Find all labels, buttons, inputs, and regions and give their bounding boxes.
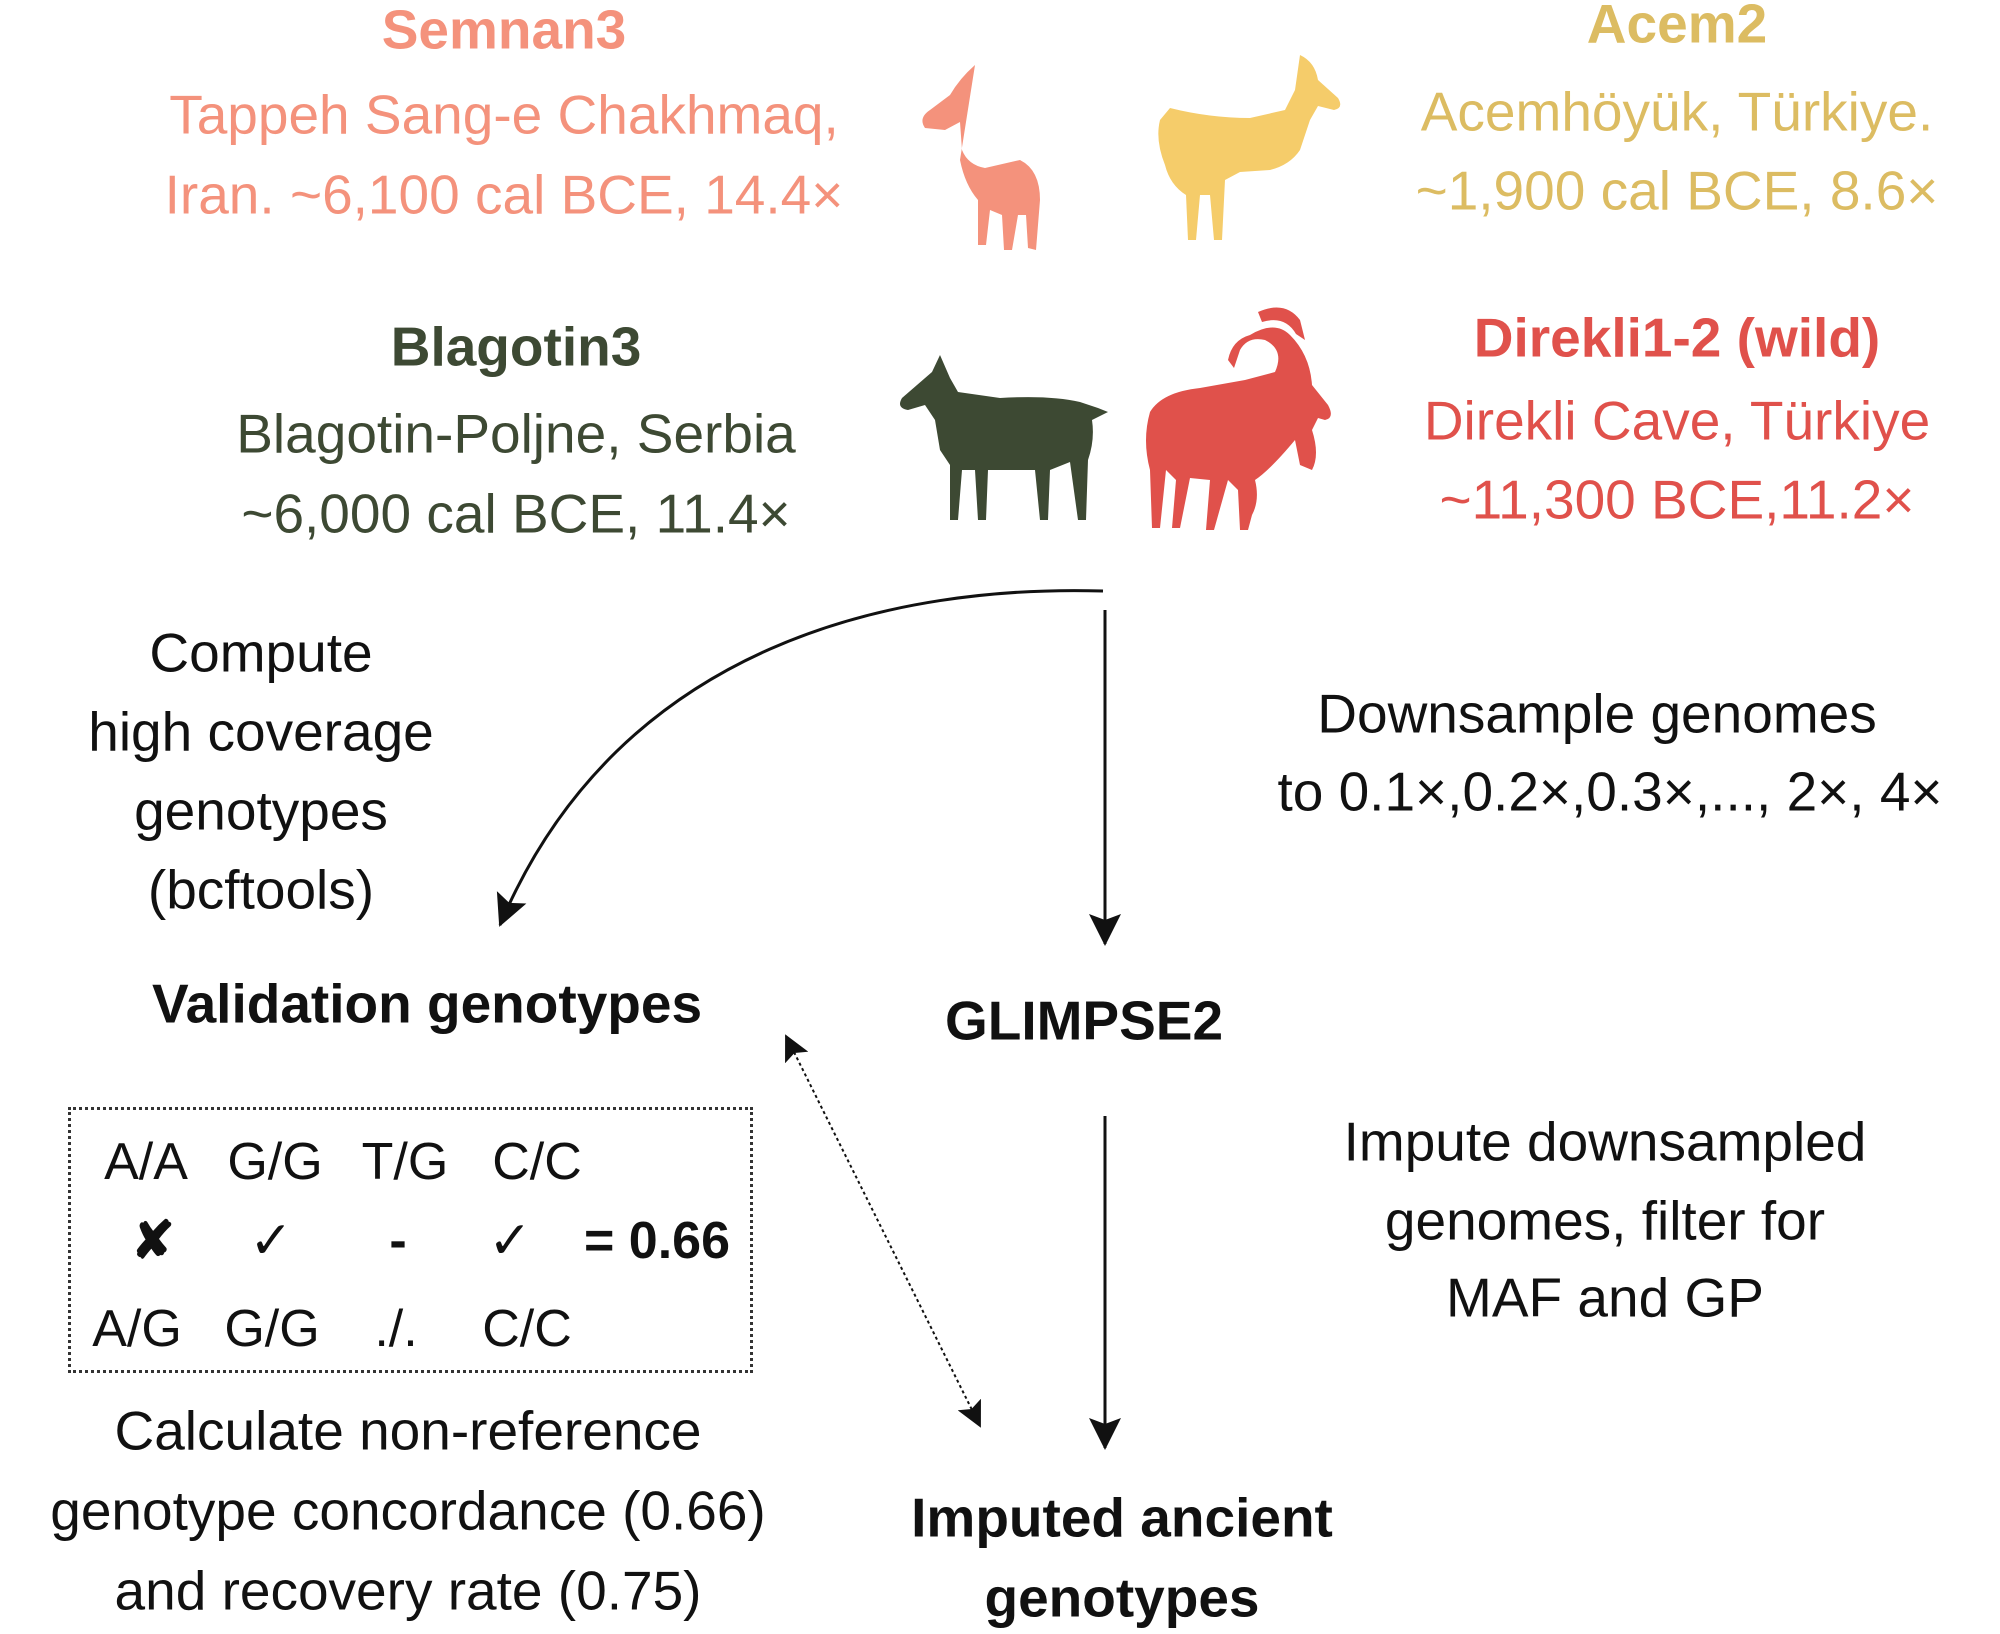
calculate-step-line: genotype concordance (0.66) <box>50 1479 766 1542</box>
impute-step-line: Impute downsampled <box>1343 1110 1867 1173</box>
imputed-genotypes-node: genotypes <box>984 1566 1260 1629</box>
imputed-genotype: A/G <box>92 1300 182 1358</box>
calculate-step-line: and recovery rate (0.75) <box>114 1559 702 1622</box>
compute-step-line: (bcftools) <box>147 858 375 921</box>
acem-goat-icon <box>1158 55 1341 240</box>
impute-step-line: genomes, filter for <box>1384 1189 1826 1252</box>
compare-double-arrow <box>785 1034 981 1428</box>
match-check-icon: ✓ <box>249 1212 293 1270</box>
truth-genotype: A/A <box>104 1133 188 1191</box>
blagotin-goat-icon <box>900 355 1108 520</box>
blagotin-site: Blagotin-Poljne, Serbia <box>236 402 796 465</box>
arrow-to-validation <box>496 589 1104 927</box>
direkli-site: Direkli Cave, Türkiye <box>1423 389 1931 452</box>
truth-genotype: G/G <box>227 1133 323 1191</box>
glimpse2-node: GLIMPSE2 <box>944 989 1224 1052</box>
match-check-icon: ✓ <box>488 1212 532 1270</box>
semnan-date: Iran. ~6,100 cal BCE, 14.4× <box>164 163 844 226</box>
downsample-step-line: to 0.1×,0.2×,0.3×,..., 2×, 4× <box>1277 760 1943 823</box>
calculate-step-line: Calculate non-reference <box>114 1399 702 1462</box>
truth-genotype: C/C <box>492 1133 582 1191</box>
semnan-site: Tappeh Sang-e Chakhmaq, <box>169 83 839 146</box>
acem-site: Acemhöyük, Türkiye. <box>1420 80 1934 143</box>
blagotin-date: ~6,000 cal BCE, 11.4× <box>241 482 791 545</box>
impute-step-line: MAF and GP <box>1446 1266 1764 1329</box>
downsample-step-line: Downsample genomes <box>1317 682 1877 745</box>
mismatch-icon: ✘ <box>131 1212 175 1270</box>
imputed-genotypes-node: Imputed ancient <box>911 1486 1333 1549</box>
semnan-goat-icon <box>922 65 1040 250</box>
concordance-example-box <box>68 1107 753 1373</box>
imputed-genotype: ./. <box>374 1300 418 1358</box>
direkli-date: ~11,300 BCE,11.2× <box>1439 468 1915 531</box>
direkli-name: Direkli1-2 (wild) <box>1473 306 1881 369</box>
imputed-genotype: G/G <box>224 1300 320 1358</box>
validation-genotypes-node: Validation genotypes <box>151 972 703 1035</box>
compute-step-line: Compute <box>149 621 373 684</box>
acem-date: ~1,900 cal BCE, 8.6× <box>1415 159 1939 222</box>
blagotin-name: Blagotin3 <box>390 315 642 378</box>
compute-step-line: genotypes <box>134 779 388 842</box>
missing-dash-icon: - <box>389 1212 407 1270</box>
compute-step-line: high coverage <box>88 700 434 763</box>
semnan-name: Semnan3 <box>381 0 627 61</box>
concordance-result: = 0.66 <box>583 1212 731 1270</box>
truth-genotype: T/G <box>361 1133 449 1191</box>
direkli-wild-goat-icon <box>1146 307 1331 530</box>
imputed-genotype: C/C <box>482 1300 572 1358</box>
acem-name: Acem2 <box>1586 0 1768 55</box>
